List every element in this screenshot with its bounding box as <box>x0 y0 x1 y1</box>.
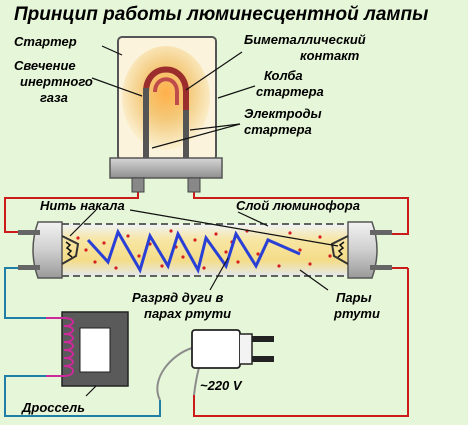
label-filament: Нить накала <box>40 198 125 213</box>
starter-base <box>109 157 223 179</box>
starter-pin-left <box>131 177 145 193</box>
choke-window <box>79 327 111 373</box>
plug-cord-left <box>156 347 193 401</box>
plug-icon <box>156 329 274 401</box>
leader-filament-left <box>69 209 97 237</box>
leader-lines <box>69 45 339 397</box>
label-bulb-line1: Колба <box>264 68 303 83</box>
fluorescent-tube-icon <box>18 221 392 279</box>
arc-discharge <box>86 228 301 275</box>
bimetallic-contact-inner <box>153 77 179 105</box>
starter-electrode-right <box>183 110 189 158</box>
label-vapor-line2: ртути <box>333 306 380 321</box>
label-choke: Дроссель <box>21 400 85 415</box>
leader-bimetal <box>185 51 243 91</box>
wire-choke-to-plug <box>4 375 161 417</box>
tube-cap-right <box>347 221 378 279</box>
label-bulb-line2: стартера <box>256 84 324 99</box>
label-electrodes-line2: стартера <box>244 122 312 137</box>
wire-starter-left <box>4 192 139 233</box>
plug-prong-top <box>252 336 274 342</box>
leader-arc <box>209 257 229 291</box>
leader-starter <box>101 45 123 56</box>
plug-body <box>191 329 241 369</box>
choke-winding <box>46 317 74 377</box>
leader-filament-right <box>129 209 339 247</box>
label-arc-line2: парах ртути <box>144 306 231 321</box>
choke-icon <box>46 311 129 387</box>
label-glow-line1: Свечение <box>14 58 76 73</box>
label-arc-line1: Разряд дуги в <box>132 290 224 305</box>
inert-gas-glow <box>122 46 210 150</box>
tube-pin-left-bottom <box>18 265 40 270</box>
label-bimetal-line2: контакт <box>300 48 360 63</box>
starter-pin-right <box>187 177 201 193</box>
filament-right <box>330 235 349 265</box>
wire-starter-right <box>193 192 409 235</box>
leader-glow <box>91 77 143 97</box>
leader-choke <box>85 385 97 397</box>
leader-bulb <box>217 85 256 99</box>
label-glow-line2: инертного <box>20 74 93 89</box>
leader-electrode-right <box>189 123 241 131</box>
label-electrodes-line1: Электроды <box>244 106 322 121</box>
label-voltage: ~220 V <box>200 378 243 393</box>
label-starter: Стартер <box>14 34 77 49</box>
leader-electrode-left <box>151 123 241 149</box>
starter-icon <box>109 36 223 193</box>
filament-left <box>61 235 80 265</box>
leader-vapor <box>299 269 329 291</box>
diagram-title: Принцип работы люминесцентной лампы <box>14 4 428 25</box>
label-vapor-line1: Пары <box>336 290 372 305</box>
circuit-wires-red <box>4 192 409 417</box>
circuit-wires-blue <box>4 267 161 417</box>
label-bimetal-line1: Биметаллический <box>244 32 366 47</box>
filament-left-coil <box>65 241 73 258</box>
label-glow-line3: газа <box>40 90 68 105</box>
starter-electrode-left <box>143 88 149 158</box>
wire-lamp-left-to-choke <box>4 267 46 319</box>
tube-pin-right-bottom <box>370 265 392 270</box>
tube-pin-right-top <box>370 230 392 235</box>
plug-collar <box>240 333 253 365</box>
tube-pin-left-top <box>18 230 40 235</box>
filament-right-coil <box>337 241 345 258</box>
leader-phosphor <box>237 211 269 227</box>
plug-prong-bottom <box>252 356 274 362</box>
label-phosphor: Слой люминофора <box>236 198 360 213</box>
